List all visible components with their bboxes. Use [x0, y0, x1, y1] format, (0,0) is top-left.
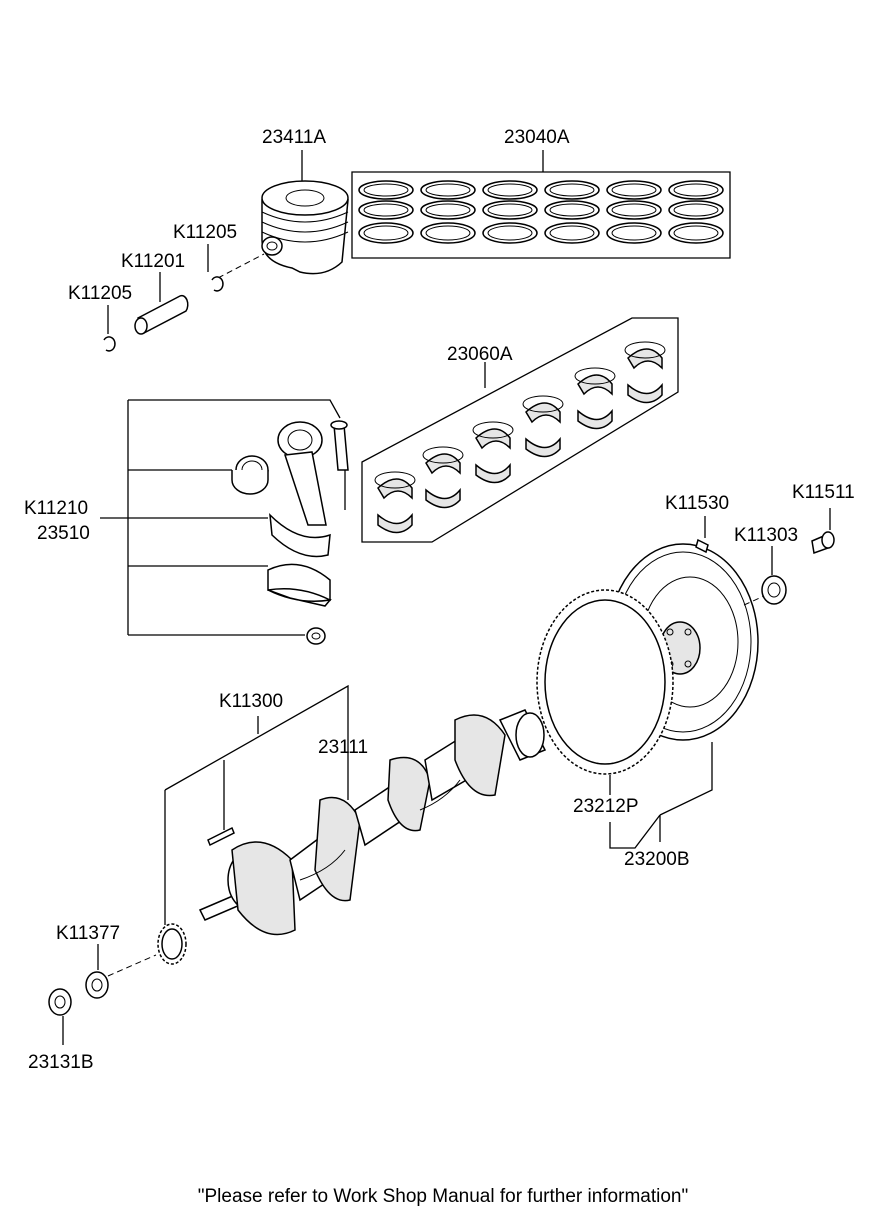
- piston-pin[interactable]: [134, 294, 189, 335]
- label-nut[interactable]: 23131B: [28, 1052, 94, 1073]
- ring-gear[interactable]: [536, 589, 674, 775]
- label-snap-ring-upper[interactable]: K11205: [173, 222, 238, 243]
- label-washer[interactable]: K11377: [56, 923, 121, 944]
- snap-ring-lower[interactable]: [103, 336, 116, 352]
- label-bearing-bush[interactable]: K11303: [734, 525, 799, 546]
- crank-nut[interactable]: [48, 988, 72, 1016]
- snap-ring-upper[interactable]: [211, 276, 224, 292]
- conrod-cap[interactable]: [267, 563, 332, 607]
- piston-ring-set[interactable]: [358, 180, 724, 244]
- conrod-small-end-bushing[interactable]: [231, 455, 269, 495]
- connecting-rod[interactable]: [269, 421, 331, 558]
- label-main-bearing-set[interactable]: 23060A: [447, 344, 513, 365]
- flywheel-bolt[interactable]: [811, 531, 835, 555]
- label-ring-gear[interactable]: 23212P: [573, 796, 639, 817]
- label-crank-key-group[interactable]: K11300: [219, 691, 284, 712]
- label-snap-ring-lower[interactable]: K11205: [68, 283, 133, 304]
- footer-note: "Please refer to Work Shop Manual for fu…: [197, 1186, 689, 1207]
- label-piston[interactable]: 23411A: [262, 127, 327, 148]
- pilot-bearing-bush[interactable]: [761, 575, 787, 605]
- conrod-bolt[interactable]: [330, 420, 349, 471]
- crankshaft[interactable]: [198, 709, 547, 936]
- piston[interactable]: [261, 180, 349, 275]
- conrod-nut[interactable]: [306, 627, 326, 645]
- label-crankshaft[interactable]: 23111: [318, 737, 369, 758]
- flywheel-dowel-pin[interactable]: [695, 538, 709, 554]
- main-bearing-set[interactable]: [374, 341, 666, 534]
- label-ring-set[interactable]: 23040A: [504, 127, 570, 148]
- crankshaft-sprocket[interactable]: [157, 923, 187, 965]
- label-piston-pin[interactable]: K11201: [121, 251, 186, 272]
- woodruff-key[interactable]: [207, 826, 235, 847]
- crank-washer[interactable]: [85, 971, 109, 999]
- label-conrod-bearing[interactable]: K11210: [24, 498, 89, 519]
- label-flywheel-bolt[interactable]: K11511: [792, 482, 855, 503]
- label-conrod-assy[interactable]: 23510: [37, 523, 90, 544]
- label-flywheel-pin[interactable]: K11530: [665, 493, 730, 514]
- label-flywheel-assy[interactable]: 23200B: [624, 849, 690, 870]
